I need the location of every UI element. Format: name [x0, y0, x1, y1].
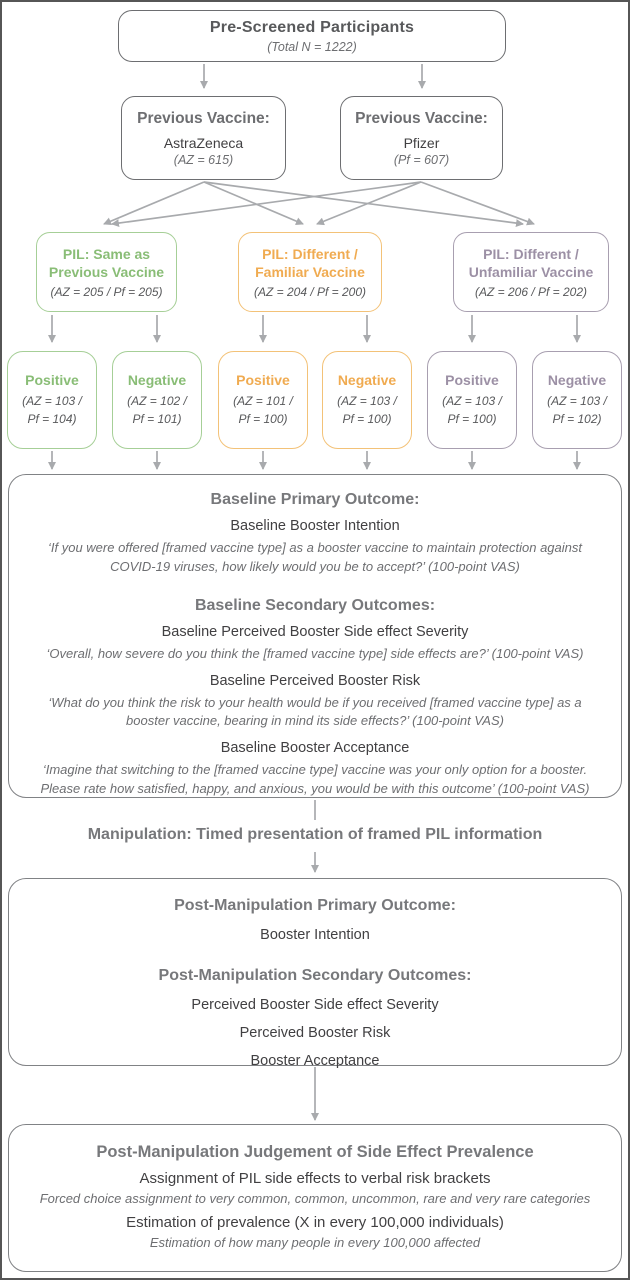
framing-count: (AZ = 102 /Pf = 101) [127, 394, 187, 426]
baseline-intention-question: ‘If you were offered [framed vaccine typ… [47, 540, 582, 574]
vaccine-name: Pfizer [403, 134, 440, 151]
pil-different-unfamiliar-box: PIL: Different / Unfamiliar Vaccine (AZ … [453, 232, 609, 312]
prevalence-judgement-box: Post-Manipulation Judgement of Side Effe… [8, 1124, 622, 1272]
pil-count: (AZ = 205 / Pf = 205) [50, 285, 163, 300]
pil-count: (AZ = 204 / Pf = 200) [253, 285, 367, 300]
previous-vaccine-title: Previous Vaccine: [355, 109, 488, 127]
previous-vaccine-pfizer-box: Previous Vaccine: Pfizer (Pf = 607) [340, 96, 503, 180]
pil-different-familiar-box: PIL: Different / Familiar Vaccine (AZ = … [238, 232, 382, 312]
framing-label: Negative [337, 372, 397, 389]
baseline-primary-heading: Baseline Primary Outcome: [210, 491, 420, 508]
post-primary-heading: Post-Manipulation Primary Outcome: [174, 897, 456, 914]
baseline-booster-intention: Baseline Booster Intention [230, 518, 400, 534]
pre-screened-title: Pre-Screened Participants [209, 18, 415, 36]
previous-vaccine-astrazeneca-box: Previous Vaccine: AstraZeneca (AZ = 615) [121, 96, 286, 180]
framing-cell-purple-negative: Negative (AZ = 103 /Pf = 102) [532, 351, 622, 449]
vaccine-count: (AZ = 615) [173, 152, 234, 167]
baseline-severity: Baseline Perceived Booster Side effect S… [161, 623, 469, 640]
prevalence-heading: Post-Manipulation Judgement of Side Effe… [96, 1143, 534, 1161]
pil-label-line2: Familiar Vaccine [255, 264, 365, 280]
framing-label: Positive [25, 372, 79, 389]
post-risk: Perceived Booster Risk [239, 1025, 391, 1041]
framing-cell-green-negative: Negative (AZ = 102 /Pf = 101) [112, 351, 202, 449]
framing-label: Positive [445, 372, 499, 389]
pil-same-box: PIL: Same as Previous Vaccine (AZ = 205 … [36, 232, 177, 312]
previous-vaccine-title: Previous Vaccine: [137, 109, 270, 127]
pil-label-line1: PIL: Same as [62, 245, 151, 262]
baseline-acceptance: Baseline Booster Acceptance [220, 740, 410, 757]
pil-count: (AZ = 206 / Pf = 202) [474, 285, 588, 300]
baseline-risk: Baseline Perceived Booster Risk [209, 672, 421, 689]
vaccine-name: AstraZeneca [163, 134, 244, 151]
pil-label-line2: Previous Vaccine [48, 264, 165, 280]
baseline-severity-question: ‘Overall, how severe do you think the [f… [46, 645, 584, 661]
post-acceptance: Booster Acceptance [250, 1053, 380, 1069]
vaccine-count: (Pf = 607) [393, 152, 450, 167]
pil-label-line2: Unfamiliar Vaccine [468, 264, 594, 280]
baseline-risk-question: ‘What do you think the risk to your heal… [48, 694, 582, 729]
pil-label-line1: PIL: Different / [262, 245, 358, 262]
pre-screened-count: (Total N = 1222) [267, 39, 357, 54]
baseline-acceptance-question: ‘Imagine that switching to the [framed v… [40, 762, 590, 797]
post-severity: Perceived Booster Side effect Severity [191, 997, 439, 1013]
baseline-outcomes-box: Baseline Primary Outcome: Baseline Boost… [8, 474, 622, 798]
manipulation-label: Manipulation: Timed presentation of fram… [87, 826, 543, 843]
framing-cell-amber-positive: Positive (AZ = 101 /Pf = 100) [218, 351, 308, 449]
framing-label: Negative [547, 372, 607, 389]
prevalence-estimation: Estimation of prevalence (X in every 100… [126, 1214, 504, 1231]
pre-screened-box: Pre-Screened Participants (Total N = 122… [118, 10, 506, 62]
post-manipulation-outcomes-box: Post-Manipulation Primary Outcome: Boost… [8, 878, 622, 1069]
framing-count: (AZ = 103 /Pf = 100) [337, 394, 397, 426]
framing-label: Positive [236, 372, 290, 389]
framing-cell-purple-positive: Positive (AZ = 103 /Pf = 100) [427, 351, 517, 449]
framing-count: (AZ = 103 /Pf = 104) [22, 394, 82, 426]
prevalence-assignment: Assignment of PIL side effects to verbal… [139, 1170, 491, 1187]
baseline-secondary-heading: Baseline Secondary Outcomes: [194, 596, 436, 614]
framing-cell-amber-negative: Negative (AZ = 103 /Pf = 100) [322, 351, 412, 449]
prevalence-estimation-note: Estimation of how many people in every 1… [149, 1235, 481, 1250]
framing-count: (AZ = 103 /Pf = 102) [547, 394, 607, 426]
framing-cell-green-positive: Positive (AZ = 103 /Pf = 104) [7, 351, 97, 449]
post-booster-intention: Booster Intention [260, 927, 370, 943]
framing-count: (AZ = 101 /Pf = 100) [233, 394, 293, 426]
post-secondary-heading: Post-Manipulation Secondary Outcomes: [158, 967, 472, 984]
prevalence-assignment-note: Forced choice assignment to very common,… [39, 1191, 591, 1206]
pil-label-line1: PIL: Different / [483, 245, 579, 262]
framing-label: Negative [127, 372, 187, 389]
framing-count: (AZ = 103 /Pf = 100) [442, 394, 502, 426]
